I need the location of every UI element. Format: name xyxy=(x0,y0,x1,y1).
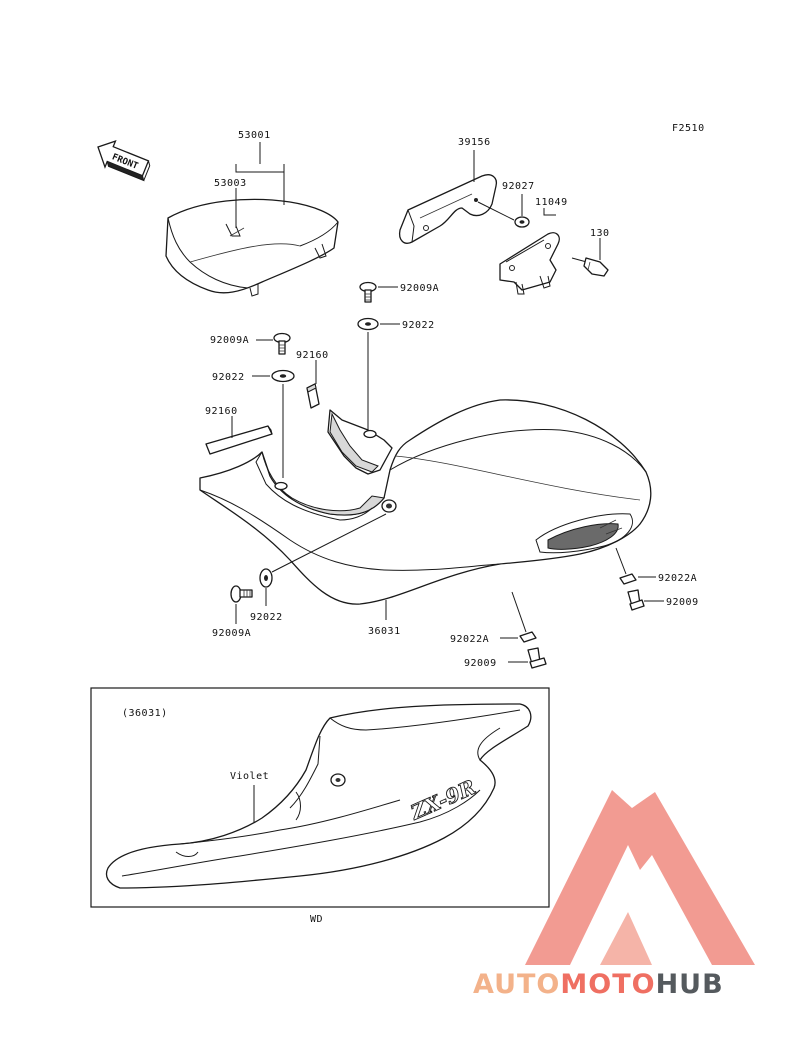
label-92009a-top: 92009A xyxy=(400,283,439,294)
inset-box xyxy=(90,687,550,908)
bracket-11049-part xyxy=(499,232,560,295)
damper-92160-small-part xyxy=(306,383,320,409)
bolt-92009-right-part xyxy=(627,589,645,611)
figure-code: F2510 xyxy=(672,123,705,134)
stay-39156-part xyxy=(398,174,498,244)
label-53001: 53001 xyxy=(238,130,271,141)
seat-part xyxy=(165,198,339,297)
label-11049: 11049 xyxy=(535,197,568,208)
label-92027: 92027 xyxy=(502,181,535,192)
label-92022-bottom: 92022 xyxy=(250,612,283,623)
watermark-brand: AUTOMOTOHUB xyxy=(473,969,724,1000)
bolt-92009a-bottom-part xyxy=(230,585,253,603)
label-36031: 36031 xyxy=(368,626,401,637)
label-39156: 39156 xyxy=(458,137,491,148)
label-92022a-bottom: 92022A xyxy=(450,634,489,645)
label-130: 130 xyxy=(590,228,610,239)
label-92160-small: 92160 xyxy=(296,350,329,361)
label-92009a-bottom: 92009A xyxy=(212,628,251,639)
label-92160-strip: 92160 xyxy=(205,406,238,417)
bolt-92009a-top-part xyxy=(359,281,377,303)
label-92009-right: 92009 xyxy=(666,597,699,608)
watermark-part-hub: HUB xyxy=(656,969,724,1000)
strip-92160-part xyxy=(205,425,273,455)
inset-cowl-side-view xyxy=(105,703,532,889)
watermark-part-moto: MOTO xyxy=(560,969,655,1000)
seat-cowl-36031-part xyxy=(199,399,652,605)
bolt-130-part xyxy=(571,257,609,277)
inset-ref-label: (36031) xyxy=(122,708,168,719)
label-92022-left: 92022 xyxy=(212,372,245,383)
label-92022a-right: 92022A xyxy=(658,573,697,584)
watermark-logo-icon xyxy=(525,790,755,965)
label-92022-top: 92022 xyxy=(402,320,435,331)
color-label-violet: Violet xyxy=(230,771,269,782)
label-53003: 53003 xyxy=(214,178,247,189)
label-92009-bottom: 92009 xyxy=(464,658,497,669)
footer-code: WD xyxy=(310,914,323,925)
washer-92022a-right-part xyxy=(619,573,637,585)
bolt-92009a-left-part xyxy=(273,332,291,355)
bolt-92009-bottom-part xyxy=(527,647,547,669)
watermark-part-auto: AUTO xyxy=(473,969,560,1000)
label-92009a-left: 92009A xyxy=(210,335,249,346)
washer-92022a-bottom-part xyxy=(519,631,537,643)
front-arrow-icon: FRONT xyxy=(97,140,151,182)
